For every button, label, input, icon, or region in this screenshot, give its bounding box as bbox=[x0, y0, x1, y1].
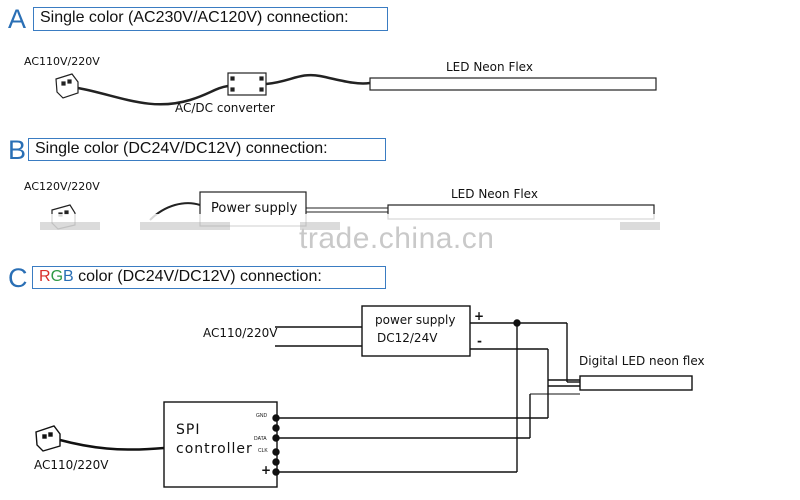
spi-controller bbox=[163, 401, 278, 488]
converter-label: AC/DC converter bbox=[175, 101, 275, 115]
title-b: B bbox=[63, 268, 74, 285]
section-b-letter: B bbox=[8, 135, 27, 165]
blur-band bbox=[0, 214, 800, 244]
pin-plus-label: + bbox=[261, 463, 272, 477]
diagram-c bbox=[35, 305, 693, 488]
section-b-title: Single color (DC24V/DC12V) connection: bbox=[28, 138, 386, 161]
cable-c bbox=[59, 438, 165, 451]
diagram-a bbox=[55, 72, 657, 106]
led-strip-a bbox=[369, 77, 657, 91]
plug-a-icon bbox=[55, 73, 79, 99]
title-rest: color (DC24V/DC12V) connection: bbox=[73, 268, 322, 285]
power-supply-b-label: Power supply bbox=[211, 201, 298, 216]
section-a-title: Single color (AC230V/AC120V) connection: bbox=[33, 7, 388, 31]
plug-c-label: AC110/220V bbox=[34, 458, 109, 472]
cable-a2 bbox=[265, 73, 371, 86]
strip-a-label: LED Neon Flex bbox=[446, 60, 533, 74]
cable-a1 bbox=[77, 84, 229, 106]
section-a-letter: A bbox=[8, 4, 27, 34]
plug-b-label: AC120V/220V bbox=[24, 180, 100, 193]
pin-gnd-label: GND bbox=[256, 413, 268, 419]
plug-a-label: AC110V/220V bbox=[24, 55, 100, 68]
ac-input-label: AC110/220V bbox=[203, 326, 278, 340]
converter-icon bbox=[227, 72, 267, 96]
controller-line2: controller bbox=[176, 441, 253, 457]
plug-c-icon bbox=[35, 425, 61, 452]
strip-b-label: LED Neon Flex bbox=[451, 187, 538, 201]
title-r: R bbox=[39, 268, 51, 285]
pin-data-label: DATA bbox=[254, 436, 267, 442]
watermark: trade.china.cn bbox=[299, 222, 495, 255]
psu-line1: power supply bbox=[375, 313, 456, 327]
psu-minus: - bbox=[477, 334, 482, 348]
digital-strip-label: Digital LED neon flex bbox=[579, 354, 705, 368]
digital-strip bbox=[579, 375, 693, 391]
section-c-letter: C bbox=[8, 263, 28, 293]
psu-plus: + bbox=[474, 309, 485, 323]
power-supply-c bbox=[361, 305, 471, 357]
title-g: G bbox=[50, 268, 64, 285]
section-c-title: RGB color (DC24V/DC12V) connection: bbox=[32, 266, 386, 289]
pin-clk-label: CLK bbox=[258, 448, 268, 454]
psu-line2: DC12/24V bbox=[377, 331, 438, 345]
controller-line1: SPI bbox=[176, 422, 201, 438]
